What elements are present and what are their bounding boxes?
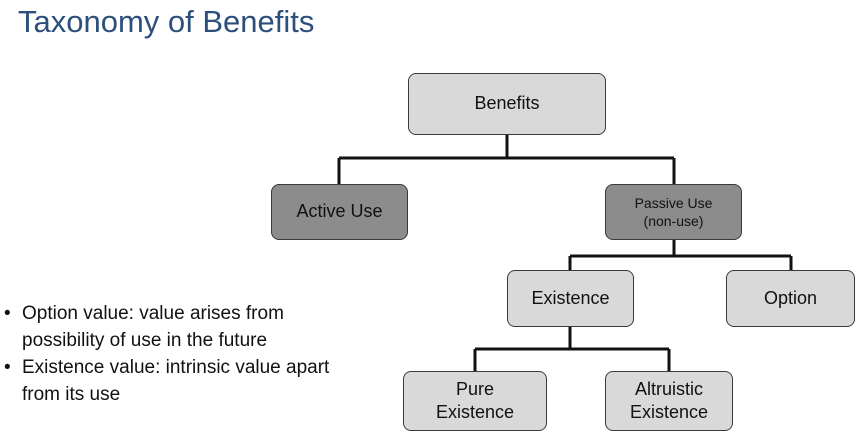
note-text-option-value: Option value: value arises from possibil… xyxy=(22,303,284,351)
bullet-dot: • xyxy=(4,303,11,324)
node-existence: Existence xyxy=(507,270,634,327)
node-pure-existence-label-line1: Pure xyxy=(455,378,495,399)
node-benefits-label: Benefits xyxy=(474,93,540,114)
node-existence-label: Existence xyxy=(531,287,610,308)
node-passive-use: Passive Use (non-use) xyxy=(605,184,742,240)
connector-existence-children xyxy=(473,327,671,371)
node-altruistic-existence-label-line1: Altruistic xyxy=(634,378,703,399)
node-pure-existence-label-line2: Existence xyxy=(435,402,515,422)
note-item-option-value: • Option value: value arises from possib… xyxy=(4,300,334,354)
note-text-existence-value: Existence value: intrinsic value apart f… xyxy=(22,357,330,405)
node-active-use-label: Active Use xyxy=(296,201,383,222)
note-item-existence-value: • Existence value: intrinsic value apart… xyxy=(4,354,334,408)
node-passive-use-label-line1: Passive Use xyxy=(634,194,713,211)
node-active-use: Active Use xyxy=(271,184,408,240)
node-altruistic-existence: Altruistic Existence xyxy=(605,371,733,431)
bullet-dot: • xyxy=(4,357,11,378)
slide-title: Taxonomy of Benefits xyxy=(18,4,315,39)
connector-passive-children xyxy=(568,240,793,270)
node-option-label: Option xyxy=(763,287,818,308)
node-benefits: Benefits xyxy=(408,73,606,135)
node-passive-use-label-line2: (non-use) xyxy=(643,213,704,229)
connector-benefits-children xyxy=(337,135,676,184)
node-option: Option xyxy=(726,270,855,327)
node-pure-existence: Pure Existence xyxy=(403,371,547,431)
notes-list: • Option value: value arises from possib… xyxy=(4,300,334,408)
node-altruistic-existence-label-line2: Existence xyxy=(629,402,709,422)
